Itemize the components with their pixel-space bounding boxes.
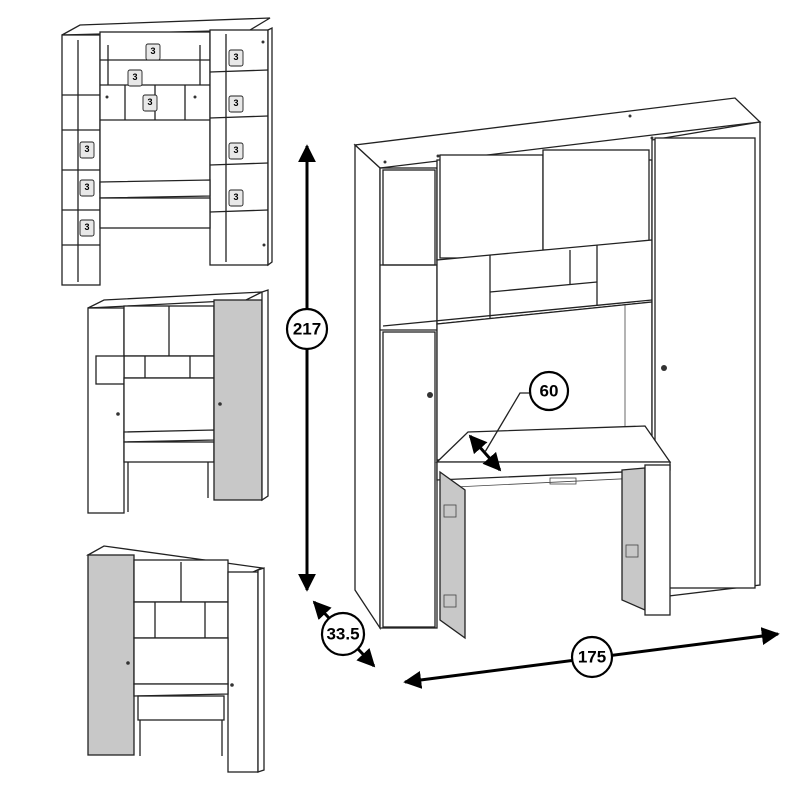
weight-tag: 3 xyxy=(79,179,95,197)
weight-tag: 3 xyxy=(79,219,95,237)
width-label: 175 xyxy=(578,648,606,667)
depth-label: 33.5 xyxy=(326,625,359,644)
svg-text:3: 3 xyxy=(233,52,238,62)
svg-text:3: 3 xyxy=(150,46,155,56)
svg-text:3: 3 xyxy=(84,144,89,154)
weight-tag: 3 xyxy=(145,43,161,61)
depth-callout: 33.5 xyxy=(320,611,366,657)
load-capacity-view: 3 3 3 3 3 3 3 3 xyxy=(61,17,273,286)
variant-right-door-view xyxy=(87,289,269,514)
svg-text:3: 3 xyxy=(132,72,137,82)
desk-depth-leader xyxy=(484,392,530,453)
height-callout: 217 xyxy=(285,307,329,351)
weight-tag: 3 xyxy=(228,142,244,160)
svg-text:3: 3 xyxy=(84,182,89,192)
desk-depth-arrow xyxy=(468,434,502,472)
variant-left-door-view xyxy=(85,545,265,773)
main-unit-drawing xyxy=(353,97,762,640)
svg-text:3: 3 xyxy=(147,97,152,107)
weight-tag: 3 xyxy=(228,189,244,207)
svg-text:3: 3 xyxy=(84,222,89,232)
svg-text:3: 3 xyxy=(233,145,238,155)
weight-tag: 3 xyxy=(228,49,244,67)
svg-text:3: 3 xyxy=(233,98,238,108)
weight-tag: 3 xyxy=(228,95,244,113)
desk-depth-label: 60 xyxy=(540,382,559,401)
svg-text:3: 3 xyxy=(233,192,238,202)
width-callout: 175 xyxy=(570,635,614,679)
height-label: 217 xyxy=(293,320,321,339)
weight-tag: 3 xyxy=(79,141,95,159)
weight-tag: 3 xyxy=(142,94,158,112)
weight-tag: 3 xyxy=(127,69,143,87)
desk-depth-callout: 60 xyxy=(528,370,570,412)
